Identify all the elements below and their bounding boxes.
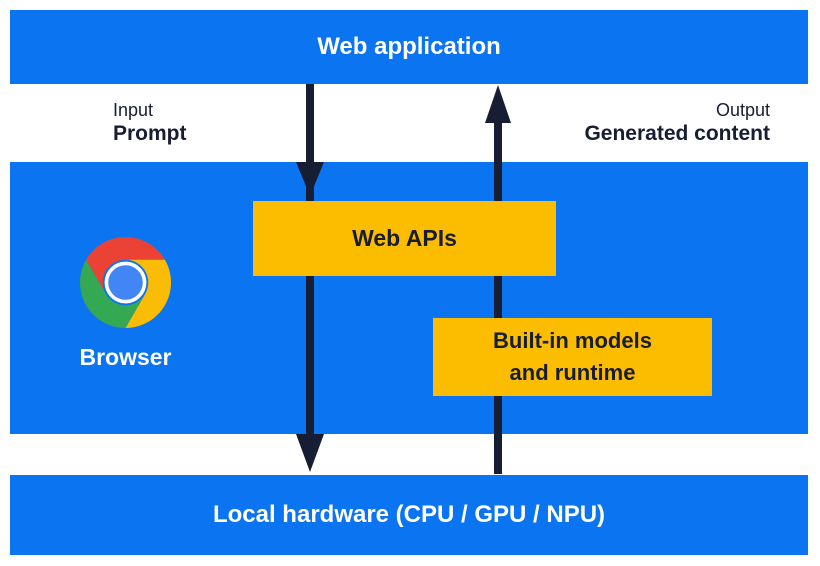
input-label: Prompt [113, 122, 187, 145]
output-annotation: Output Generated content [584, 99, 770, 147]
web-apis-label: Web APIs [352, 225, 457, 251]
input-annotation: Input Prompt [113, 99, 187, 147]
local-hardware-label: Local hardware (CPU / GPU / NPU) [212, 501, 606, 528]
web-apis-box: Web APIs [253, 201, 556, 276]
builtin-models-box: Built-in models and runtime [433, 318, 712, 396]
input-caption: Input [113, 100, 154, 120]
output-flow-arrow-line [494, 121, 502, 474]
local-hardware-bar: Local hardware (CPU / GPU / NPU) [10, 475, 808, 555]
arrow-down-icon [296, 162, 324, 196]
output-label: Generated content [584, 122, 770, 145]
arrow-up-icon [485, 85, 511, 123]
web-application-bar: Web application [10, 10, 808, 84]
arrow-down-icon [296, 434, 324, 472]
builtin-models-label-line1: Built-in models [493, 328, 652, 353]
browser-label: Browser [79, 344, 172, 370]
web-application-label: Web application [317, 33, 501, 60]
builtin-models-label-line2: and runtime [509, 360, 636, 385]
chrome-icon [80, 237, 171, 328]
output-caption: Output [715, 100, 770, 120]
